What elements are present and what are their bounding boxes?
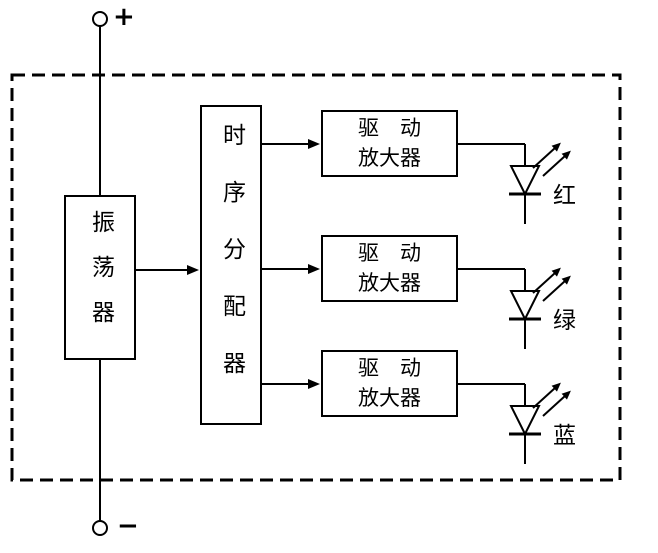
drive-amplifier-2-label-line1: 驱 动	[358, 240, 421, 265]
timing-distributor-label: 时序分配器	[218, 122, 245, 408]
drive-amplifier-1-label-line2: 放大器	[358, 146, 421, 170]
drive-amplifier-3-label-line1: 驱 动	[358, 355, 421, 380]
led-diode-2	[509, 267, 571, 349]
minus-terminal-label: −	[117, 511, 139, 541]
led-label-green: 绿	[553, 308, 576, 334]
drive-amplifier-block-1: 驱 动 放大器	[321, 110, 458, 177]
led-label-red: 红	[553, 183, 576, 209]
timing-distributor-block: 时序分配器	[200, 105, 262, 425]
plus-terminal-circle	[92, 11, 108, 27]
led-diode-1	[509, 142, 571, 224]
led-1-emission-arrows	[532, 142, 571, 177]
led-label-blue: 蓝	[553, 423, 576, 449]
oscillator-label: 振荡器	[87, 210, 114, 345]
led-2-emission-arrows	[532, 267, 571, 302]
drive-amplifier-3-label-line2: 放大器	[358, 386, 421, 410]
drive-amplifier-2-label-line2: 放大器	[358, 271, 421, 295]
drive-amplifier-block-3: 驱 动 放大器	[321, 350, 458, 417]
led-3-emission-arrows	[532, 382, 571, 417]
ic-boundary-dashed-box	[10, 73, 622, 482]
minus-terminal-circle	[92, 520, 108, 536]
drive-amplifier-1-label-line1: 驱 动	[358, 115, 421, 140]
drive-amplifier-block-2: 驱 动 放大器	[321, 235, 458, 302]
oscillator-block: 振荡器	[64, 195, 136, 360]
plus-terminal-label: +	[113, 2, 135, 32]
led-diode-3	[509, 382, 571, 464]
